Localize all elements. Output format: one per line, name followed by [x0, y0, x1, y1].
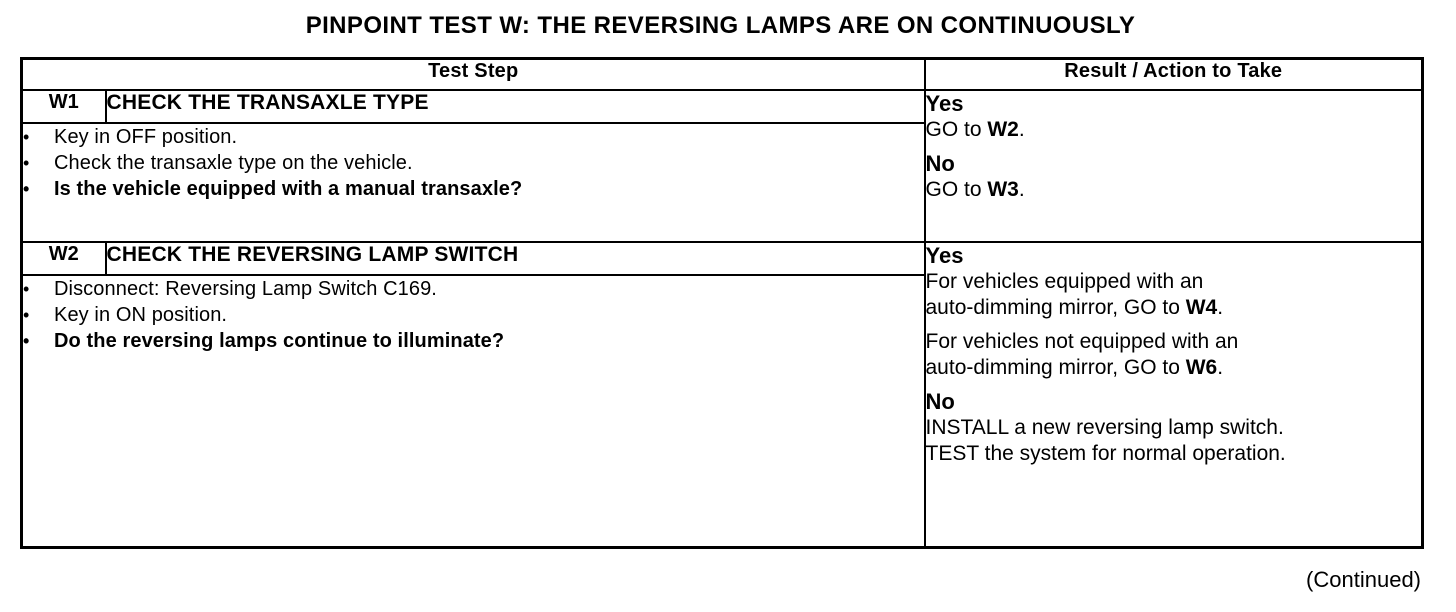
step-title-w2: CHECK THE REVERSING LAMP SWITCH	[104, 241, 926, 276]
result-text: .	[1217, 296, 1224, 319]
result-answer-label: No	[925, 151, 955, 176]
result-text: For vehicles equipped with an	[925, 270, 1204, 293]
bullet-icon: •	[23, 279, 30, 299]
step-body-w2: • Disconnect: Reversing Lamp Switch C169.…	[20, 274, 926, 549]
bullet-text: Do the reversing lamps continue to illum…	[54, 330, 505, 352]
result-answer-label: No	[925, 389, 955, 414]
bullet-item: • Do the reversing lamps continue to illu…	[23, 328, 924, 354]
bullet-item: • Key in OFF position.	[23, 124, 924, 150]
step-id-w2: W2	[20, 241, 107, 276]
bullet-text: Disconnect: Reversing Lamp Switch C169.	[54, 278, 437, 300]
result-line: GO to W2.	[926, 117, 1422, 143]
result-text: .	[1018, 118, 1025, 141]
continued-label: (Continued)	[1306, 567, 1421, 592]
column-header-test-step: Test Step	[20, 57, 926, 91]
bullet-text: Key in OFF position.	[54, 126, 238, 148]
bullet-icon: •	[23, 331, 30, 351]
result-text: GO to	[925, 178, 988, 201]
step-id-w1: W1	[20, 89, 107, 124]
bullet-item: • Check the transaxle type on the vehicle…	[23, 150, 924, 176]
result-paragraph: INSTALL a new reversing lamp switch. TEST…	[926, 415, 1422, 467]
pinpoint-test-table: Test Step Result / Action to Take W1 CHE…	[20, 57, 1424, 549]
bullet-icon: •	[23, 127, 30, 147]
step-reference: W6	[1185, 356, 1218, 379]
result-text: TEST the system for normal operation.	[925, 442, 1286, 465]
result-text: For vehicles not equipped with an	[925, 330, 1239, 353]
result-text: GO to	[925, 118, 988, 141]
step-title-w1: CHECK THE TRANSAXLE TYPE	[104, 89, 926, 124]
result-line: TEST the system for normal operation.	[926, 441, 1422, 467]
bullet-text: Check the transaxle type on the vehicle.	[54, 152, 413, 174]
result-text: auto-dimming mirror, GO to	[925, 356, 1186, 379]
result-line: auto-dimming mirror, GO to W6.	[926, 355, 1422, 381]
bullet-item: • Key in ON position.	[23, 302, 924, 328]
result-line: GO to W3.	[926, 177, 1422, 203]
bullet-icon: •	[23, 153, 30, 173]
step-reference: W4	[1185, 296, 1218, 319]
step-body-w1: • Key in OFF position. • Check the transaxl…	[20, 122, 926, 243]
page-title: PINPOINT TEST W: THE REVERSING LAMPS ARE…	[305, 12, 1136, 39]
result-text: auto-dimming mirror, GO to	[925, 296, 1186, 319]
result-answer-label: Yes	[925, 243, 964, 268]
step-reference: W3	[987, 178, 1019, 201]
bullet-text: Key in ON position.	[54, 304, 228, 326]
bullet-item: • Is the vehicle equipped with a manual t…	[23, 176, 924, 202]
bullet-text: Is the vehicle equipped with a manual tr…	[54, 178, 523, 200]
result-paragraph: GO to W3.	[926, 177, 1422, 203]
column-header-result-action: Result / Action to Take	[923, 57, 1424, 91]
result-text: .	[1018, 178, 1025, 201]
result-text: .	[1217, 356, 1224, 379]
result-paragraph: GO to W2.	[926, 117, 1422, 143]
step-body-row-w1: • Key in OFF position. • Check the transaxl…	[20, 122, 1423, 243]
result-line: auto-dimming mirror, GO to W4.	[926, 295, 1422, 321]
result-line: For vehicles not equipped with an	[926, 329, 1422, 355]
result-answer-label: Yes	[925, 91, 964, 116]
bullet-icon: •	[23, 179, 30, 199]
result-text: INSTALL a new reversing lamp switch.	[925, 416, 1284, 439]
step-reference: W2	[987, 118, 1019, 141]
table-header-row: Test Step Result / Action to Take	[20, 57, 1424, 91]
result-line: INSTALL a new reversing lamp switch.	[926, 415, 1422, 441]
bullet-icon: •	[23, 305, 30, 325]
result-line: For vehicles equipped with an	[926, 269, 1422, 295]
step-body-row-w2: • Disconnect: Reversing Lamp Switch C169.…	[20, 274, 1423, 549]
bullet-item: • Disconnect: Reversing Lamp Switch C169.	[23, 276, 924, 302]
